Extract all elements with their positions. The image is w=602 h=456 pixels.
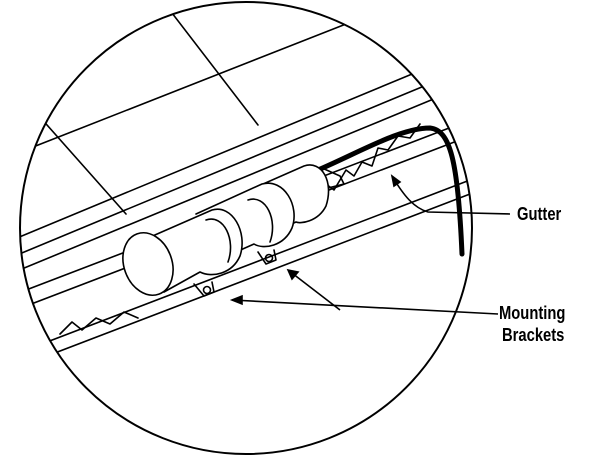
detail-circle-frame	[19, 1, 473, 455]
mounting-leader	[229, 268, 499, 315]
heater-unit	[122, 164, 345, 296]
heater-end-cap	[122, 232, 174, 296]
roof-edge-lines	[20, 49, 471, 279]
mounting-bracket-rear	[257, 249, 277, 265]
gutter-leader	[390, 174, 511, 215]
gutter-label: Gutter	[517, 204, 562, 224]
clamp-band-rear	[247, 198, 274, 243]
heating-cable	[315, 125, 465, 257]
mounting-bracket-front	[193, 281, 215, 297]
heater-probe	[321, 167, 345, 189]
mounting-brackets-label-line1: Mounting	[499, 303, 566, 323]
clamp-band-front	[205, 218, 232, 263]
mounting-brackets-label-line2: Brackets	[502, 325, 565, 345]
gutter-cutaway-edge-lower	[59, 311, 139, 335]
